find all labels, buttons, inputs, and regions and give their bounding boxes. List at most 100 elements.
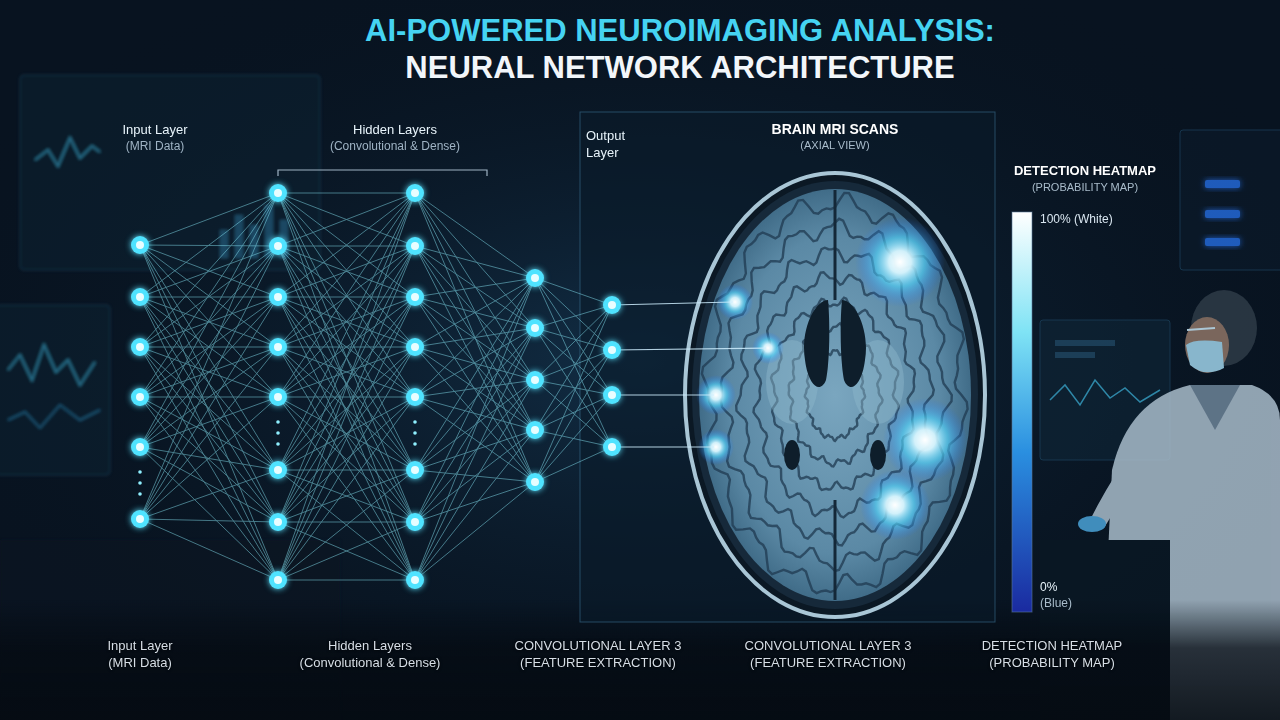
connection-line [140, 397, 278, 519]
connection-line [140, 193, 278, 347]
connection-line [140, 193, 278, 519]
neuron [406, 237, 424, 255]
bottom-caption: CONVOLUTIONAL LAYER 3 (FEATURE EXTRACTIO… [726, 638, 931, 672]
connection-line [415, 278, 535, 522]
connection-line [535, 447, 612, 482]
bottom-caption: DETECTION HEATMAP (PROBABILITY MAP) [957, 638, 1147, 672]
neuron [269, 513, 287, 531]
neuron [269, 288, 287, 306]
neuron-core [411, 518, 419, 526]
connection-line [535, 395, 612, 430]
neuron-core [136, 515, 144, 523]
connection-line [415, 347, 535, 380]
neuron-core [411, 189, 419, 197]
connection-line [415, 328, 535, 397]
connection-line [278, 347, 415, 470]
connection-line [415, 328, 535, 522]
connection-line [278, 246, 415, 397]
neuron-core [136, 443, 144, 451]
neuron-core [608, 391, 616, 399]
connection-line [140, 347, 278, 447]
neuron [269, 237, 287, 255]
neuron [406, 461, 424, 479]
neuron-core [274, 242, 282, 250]
ellipsis-dot [413, 431, 417, 435]
ellipsis-dot [276, 431, 280, 435]
neuron-core [136, 343, 144, 351]
neuron [406, 388, 424, 406]
ellipsis-dot [138, 481, 142, 485]
neuron-core [531, 478, 539, 486]
neuron [603, 296, 621, 314]
connection-line [278, 246, 415, 580]
connection-line [140, 297, 278, 470]
connection-line [415, 482, 535, 522]
connection-line [140, 397, 278, 447]
connection-line [415, 278, 535, 297]
connection-line [278, 470, 415, 580]
neuron-core [608, 443, 616, 451]
connection-line [140, 519, 278, 522]
colorbar [1012, 212, 1032, 612]
connection-line [278, 246, 415, 580]
connection-line [415, 380, 535, 522]
connection-line [535, 278, 612, 305]
connection-line [415, 193, 535, 482]
ellipsis-dot [138, 492, 142, 496]
connection-line [278, 193, 415, 246]
neuron-core [136, 293, 144, 301]
connection-line [415, 246, 535, 430]
connection-line [140, 193, 278, 397]
ellipsis-dot [276, 420, 280, 424]
network-neurons [131, 184, 621, 589]
neuron-core [608, 346, 616, 354]
connection-line [140, 297, 278, 580]
neuron [526, 371, 544, 389]
connection-line [140, 246, 278, 519]
connection-line [140, 245, 278, 397]
brain-mri [685, 173, 985, 617]
connection-line [278, 580, 415, 581]
connection-line [140, 245, 278, 522]
connection-line [278, 193, 415, 297]
bottom-caption: Input Layer (MRI Data) [98, 638, 183, 672]
mri-panel [580, 112, 995, 622]
neuron [526, 319, 544, 337]
connection-line [278, 297, 415, 580]
ellipsis-dot [413, 420, 417, 424]
connection-line [415, 380, 535, 397]
ellipsis-dot [413, 442, 417, 446]
neuron-core [411, 293, 419, 301]
neuron [269, 184, 287, 202]
connection-line [278, 347, 415, 580]
connection-line [278, 193, 415, 246]
connection-line [278, 193, 415, 347]
connection-line [278, 193, 415, 580]
neuron-core [274, 343, 282, 351]
connection-line [415, 278, 535, 580]
neuron [406, 513, 424, 531]
connection-line [140, 245, 278, 470]
connection-line [535, 278, 612, 395]
neuron-core [411, 343, 419, 351]
connection-line [278, 246, 415, 522]
diagram-title: AI-POWERED NEUROIMAGING ANALYSIS: NEURAL… [330, 12, 1030, 86]
connection-line [140, 347, 278, 522]
connection-line [535, 350, 612, 380]
connection-line [415, 193, 535, 380]
neuron-core [608, 301, 616, 309]
connection-line [278, 246, 415, 297]
connection-line [140, 297, 278, 447]
neuron [269, 388, 287, 406]
connection-line [278, 193, 415, 297]
neuron-core [136, 393, 144, 401]
network-connections [140, 193, 612, 580]
neuron-core [274, 466, 282, 474]
ellipsis-dot [138, 470, 142, 474]
neuron-core [136, 241, 144, 249]
connection-line [140, 246, 278, 347]
neuron [406, 288, 424, 306]
connection-line [278, 347, 415, 522]
